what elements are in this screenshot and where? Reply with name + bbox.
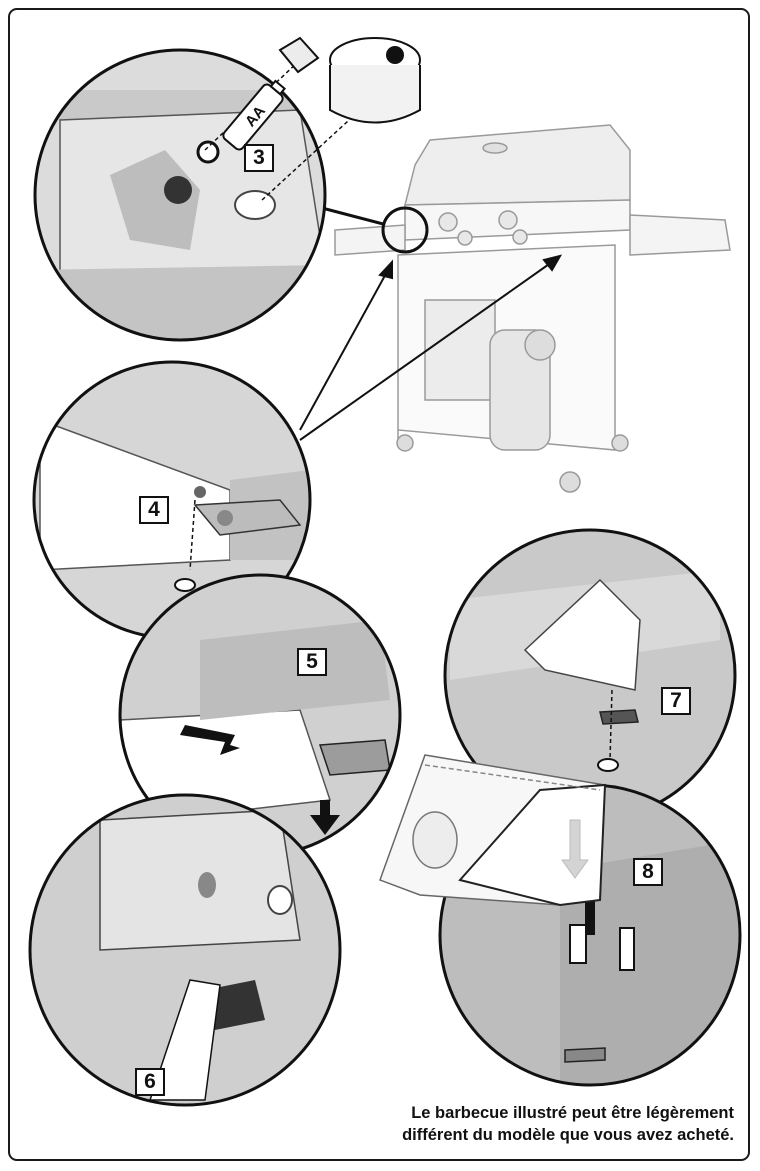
step-number-8: 8 — [633, 858, 663, 886]
step-number-3: 3 — [244, 144, 274, 172]
step-number-4: 4 — [139, 496, 169, 524]
disclaimer-note: Le barbecue illustré peut être légèremen… — [294, 1102, 734, 1146]
grill-illustration — [334, 124, 731, 493]
detail-circle-3 — [33, 48, 327, 342]
step-number-5: 5 — [297, 648, 327, 676]
pointer-arrows — [299, 254, 563, 441]
battery-and-cap: AA — [204, 36, 421, 201]
detail-highlight — [381, 206, 429, 254]
side-shelf-panel — [379, 754, 607, 907]
detail-circle-4 — [32, 360, 312, 640]
step-number-6: 6 — [135, 1068, 165, 1096]
disclaimer-line-2: différent du modèle que vous avez acheté… — [402, 1126, 734, 1144]
step-number-7: 7 — [661, 687, 691, 715]
disclaimer-line-1: Le barbecue illustré peut être légèremen… — [411, 1104, 734, 1122]
detail-circle-6 — [28, 793, 342, 1107]
